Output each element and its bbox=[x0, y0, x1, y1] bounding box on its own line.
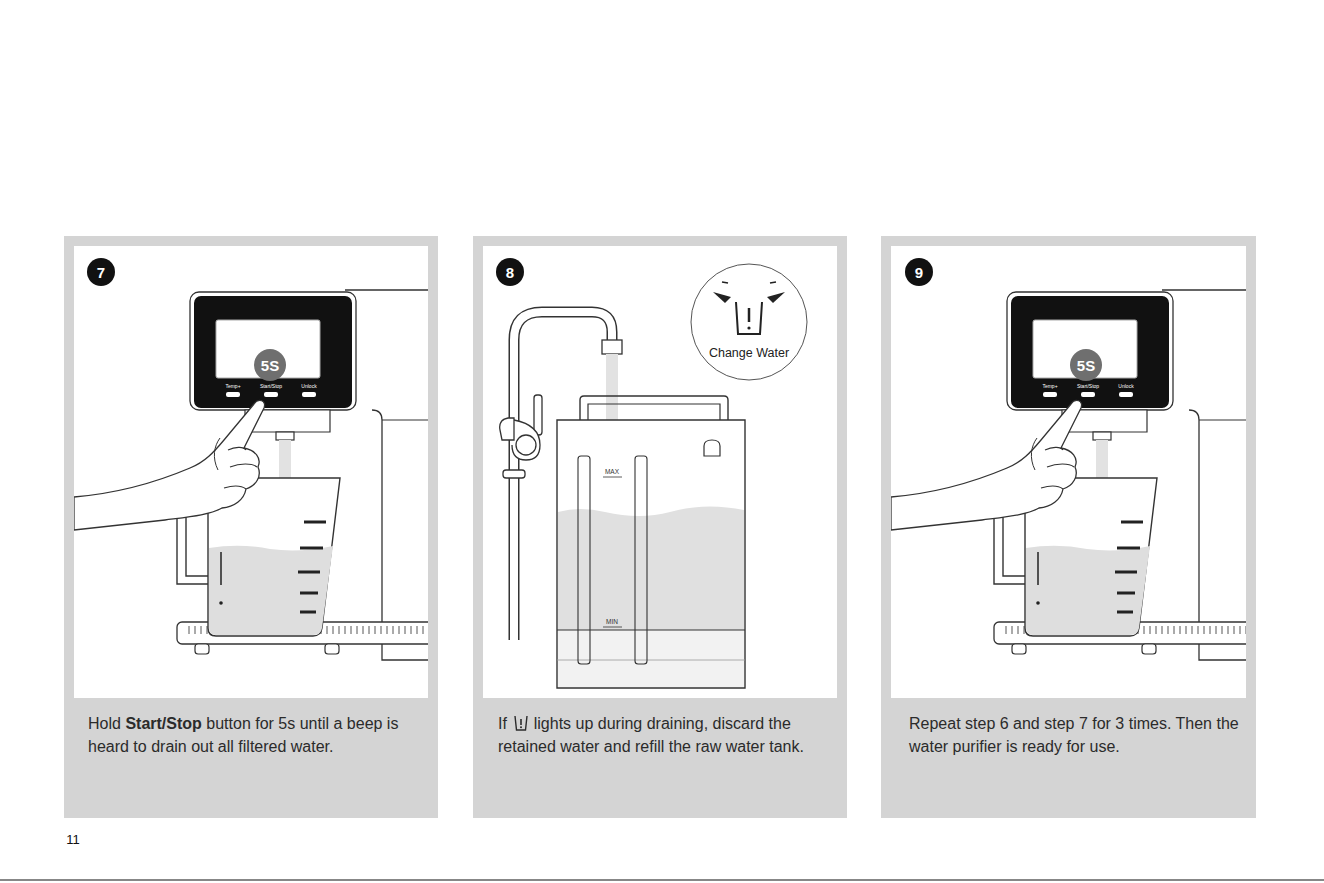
caption-text: Start/Stop bbox=[125, 715, 201, 732]
level-mark: MAX bbox=[605, 468, 619, 475]
step-caption: Repeat step 6 and step 7 for 3 times. Th… bbox=[909, 712, 1245, 758]
badge-text: 8 bbox=[506, 264, 514, 281]
badge-text: 5S bbox=[261, 357, 279, 374]
tank-figure bbox=[500, 312, 745, 688]
caption-paragraph: Repeat step 6 and step 7 for 3 times. Th… bbox=[909, 712, 1245, 758]
button-label: Temp+ bbox=[225, 383, 240, 389]
page-number: 11 bbox=[66, 832, 80, 847]
purifier-figure bbox=[74, 290, 428, 660]
button-label: Start/Stop bbox=[260, 383, 282, 389]
button-label: Temp+ bbox=[1042, 383, 1057, 389]
panel-ground bbox=[64, 236, 1256, 818]
button-label: Start/Stop bbox=[1077, 383, 1099, 389]
step-number: 9 bbox=[905, 258, 933, 286]
step-number: 8 bbox=[496, 258, 524, 286]
level-mark: MIN bbox=[606, 618, 618, 625]
step-panel: 7 5S HoldStart/Stopbutton for 5s until a b… bbox=[64, 236, 438, 818]
callout-text: Change Water bbox=[709, 346, 789, 360]
step-panel: 9 5S Repeat step 6 and step 7 for 3 times.… bbox=[881, 236, 1256, 818]
purifier-figure bbox=[891, 290, 1246, 660]
caption-text: If bbox=[498, 715, 507, 732]
change-water-icon bbox=[513, 714, 529, 732]
caption-paragraph: HoldStart/Stopbutton for 5s until a beep… bbox=[88, 712, 424, 758]
step-caption: Iflights up during draining, discard the… bbox=[498, 712, 834, 758]
badge-text: 7 bbox=[97, 264, 105, 281]
hold-time-badge: 5S bbox=[1070, 349, 1102, 381]
caption-text: Repeat step 6 and step 7 for 3 times. Th… bbox=[909, 715, 1239, 755]
page-rule bbox=[0, 879, 1324, 880]
hold-time-badge: 5S bbox=[254, 349, 286, 381]
status-callout: Change Water bbox=[691, 264, 807, 380]
badge-text: 5S bbox=[1077, 357, 1095, 374]
step-panel: 8Change WaterIflights up during draining… bbox=[473, 236, 847, 818]
caption-text: lights up during draining, discard the r… bbox=[498, 715, 804, 755]
step-caption: HoldStart/Stopbutton for 5s until a beep… bbox=[88, 712, 424, 758]
button-label: Unlock bbox=[301, 383, 316, 389]
badge-text: 9 bbox=[915, 264, 923, 281]
change-water-callout bbox=[691, 264, 807, 380]
caption-text: Hold bbox=[88, 715, 121, 732]
caption-paragraph: Iflights up during draining, discard the… bbox=[498, 712, 834, 758]
button-label: Unlock bbox=[1118, 383, 1133, 389]
step-number: 7 bbox=[87, 258, 115, 286]
